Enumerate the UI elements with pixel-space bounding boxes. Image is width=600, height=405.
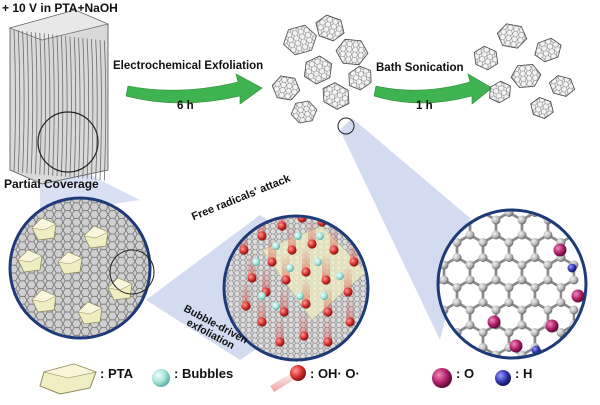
- legend-radical-icon: [270, 365, 306, 392]
- radical-attack-circle: [222, 214, 370, 362]
- legend-bubbles-label: : Bubbles: [174, 366, 234, 381]
- molecular-circle: [436, 208, 588, 360]
- legend-pta-icon: [39, 363, 98, 395]
- arrow-step1: [125, 73, 263, 105]
- legend-hydrogen-icon: [495, 370, 511, 386]
- legend-swatches: [39, 363, 511, 395]
- condition-label: + 10 V in PTA+NaOH: [2, 1, 118, 15]
- step1-time: 6 h: [177, 100, 194, 112]
- legend-radical-label: : OH· O·: [310, 366, 360, 381]
- step1-label: Electrochemical Exfoliation: [113, 60, 264, 72]
- graphite-zoom-circle: [37, 111, 99, 173]
- legend-bubble-icon: [152, 369, 170, 387]
- legend-hydrogen-label: : H: [515, 366, 533, 381]
- step2-time: 1 h: [416, 100, 433, 112]
- arrow-step2: [373, 73, 493, 105]
- partial-coverage-circle: [8, 196, 155, 340]
- legend-oxygen-label: : O: [456, 366, 475, 381]
- legend-pta-label: : PTA: [100, 366, 133, 381]
- exfoliated-sheets: [271, 14, 372, 124]
- sheet-zoom-circle: [337, 117, 355, 135]
- partial-coverage-label: Partial Coverage: [4, 177, 99, 191]
- legend-oxygen-icon: [432, 368, 452, 388]
- graphite-stack: [9, 9, 109, 185]
- sonicated-sheets: [473, 23, 576, 119]
- step2-label: Bath Sonication: [376, 62, 464, 74]
